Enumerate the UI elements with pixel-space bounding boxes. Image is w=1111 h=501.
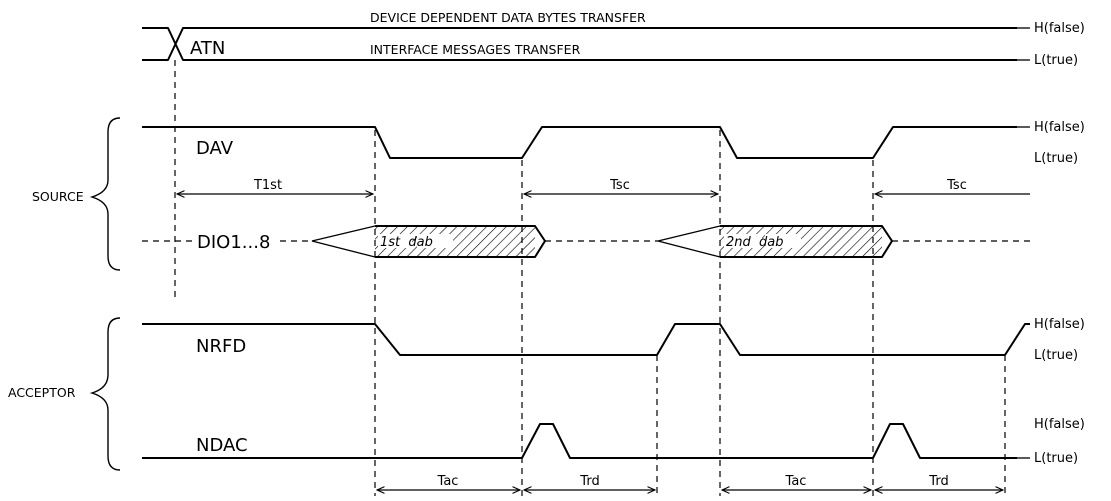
- source-group-label: SOURCE: [32, 189, 84, 204]
- byte1-label-bg2: [417, 234, 453, 248]
- byte2-label-bg2: [765, 234, 801, 248]
- dav-high-level: H(false): [1034, 120, 1085, 135]
- dio-label: DIO1...8: [197, 232, 270, 253]
- source-brace: [89, 117, 121, 271]
- nrfd-label: NRFD: [196, 336, 246, 357]
- trd2-label: Trd: [928, 474, 948, 489]
- ndac-high-level: H(false): [1034, 417, 1085, 432]
- dav-signal: [142, 126, 1030, 159]
- dio-signal: [142, 225, 1030, 258]
- atn-label: ATN: [190, 38, 225, 59]
- atn-high-text: DEVICE DEPENDENT DATA BYTES TRANSFER: [370, 10, 646, 25]
- nrfd-high-level: H(false): [1034, 317, 1085, 332]
- tsc1-label: Tsc: [609, 178, 630, 193]
- tac2-label: Tac: [785, 474, 807, 489]
- ndac-low-level: L(true): [1034, 451, 1078, 466]
- atn-signal: [142, 27, 1030, 61]
- reference-lines: [174, 60, 1006, 496]
- byte2-label-bg: [724, 234, 762, 248]
- ndac-signal: [142, 423, 1030, 459]
- trd1-label: Trd: [579, 474, 599, 489]
- tsc2-label: Tsc: [946, 178, 967, 193]
- atn-low-level: L(true): [1034, 53, 1078, 68]
- nrfd-signal: [142, 323, 1030, 356]
- atn-low-text: INTERFACE MESSAGES TRANSFER: [370, 42, 581, 57]
- atn-high-level: H(false): [1034, 21, 1085, 36]
- tac1-label: Tac: [437, 474, 459, 489]
- acceptor-group-label: ACCEPTOR: [8, 385, 76, 400]
- dav-low-level: L(true): [1034, 151, 1078, 166]
- t1st-label: T1st: [253, 178, 282, 193]
- ndac-label: NDAC: [196, 435, 248, 456]
- nrfd-low-level: L(true): [1034, 348, 1078, 363]
- byte1-label-bg: [378, 234, 412, 248]
- byte2-label: 2nd dab: [726, 235, 784, 250]
- byte1-label: 1st dab: [380, 235, 433, 250]
- dav-label: DAV: [196, 138, 234, 159]
- acceptor-brace: [89, 317, 121, 471]
